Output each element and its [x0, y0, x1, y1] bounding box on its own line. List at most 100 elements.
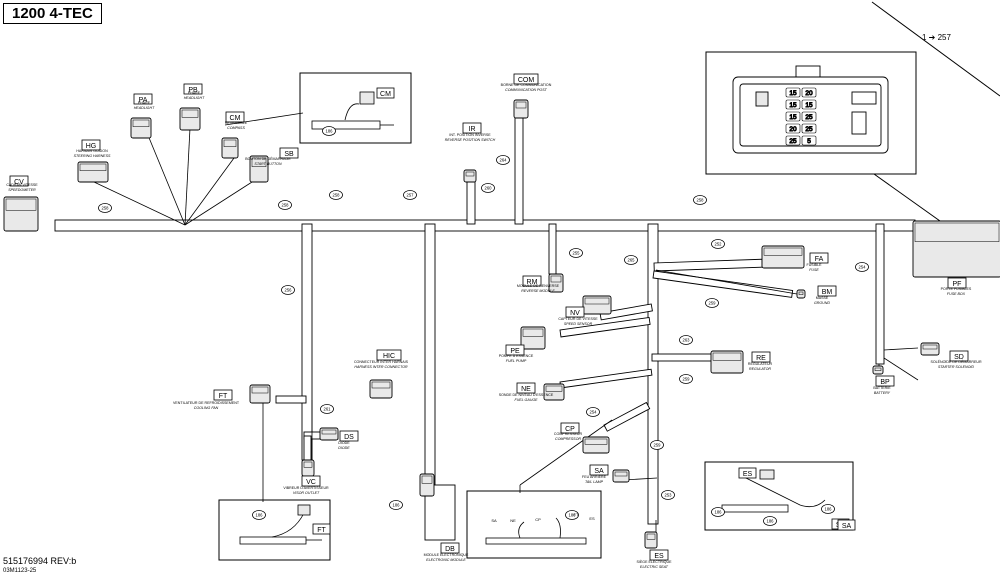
ft-connector	[249, 384, 271, 404]
svg-text:255: 255	[573, 251, 581, 256]
fuse-slot: 20	[785, 123, 801, 133]
db-inset-sa-label: SA	[491, 518, 497, 523]
svg-text:258: 258	[333, 193, 341, 198]
svg-text:261: 261	[324, 407, 332, 412]
svg-text:FT: FT	[574, 512, 579, 517]
callout-263: 263	[679, 335, 693, 345]
svg-text:25: 25	[789, 138, 797, 145]
sd-description: STARTER SOLENOID	[938, 365, 974, 369]
fuse-slot: 25	[801, 123, 817, 133]
re-branch	[651, 353, 713, 362]
svg-text:SA: SA	[842, 523, 852, 530]
com-connector	[513, 99, 529, 119]
svg-text:15: 15	[789, 90, 797, 97]
re-description: RÉGULATEUR	[748, 361, 773, 366]
callout-186: 186	[565, 510, 579, 520]
bm-description: GROUND	[814, 301, 830, 305]
cp-description: COMPRESSEUR	[554, 432, 583, 436]
callout-265: 265	[624, 255, 638, 265]
inset-drawings	[239, 91, 826, 545]
db-inset-ft-label: FT	[574, 512, 579, 517]
fuse-slot: 15	[801, 99, 817, 109]
svg-text:263: 263	[683, 338, 691, 343]
sa-code: SA	[594, 468, 604, 475]
svg-text:SA: SA	[491, 518, 497, 523]
rm-connector	[548, 273, 564, 293]
svg-text:258: 258	[697, 198, 705, 203]
svg-text:258: 258	[102, 206, 110, 211]
callout-260: 260	[481, 183, 495, 193]
svg-text:254: 254	[590, 410, 598, 415]
pf-connector	[912, 220, 1000, 278]
fa-description: FUSE	[809, 268, 819, 272]
pb-description: HEADLIGHT	[184, 96, 205, 100]
ir-description: REVERSE POSITION SWITCH	[445, 138, 496, 142]
pe-connector	[520, 326, 546, 350]
pe-code: PE	[510, 348, 520, 355]
hic-description: HARNESS INTER CONNECTOR	[354, 365, 408, 369]
fa-description: FUSIBLE	[807, 263, 823, 267]
sd-description: SOLÉNOÏDE DE DÉMARREUR	[930, 359, 982, 364]
ne-description: FUEL GAUGE	[514, 398, 538, 402]
svg-text:259: 259	[654, 443, 662, 448]
svg-text:20: 20	[789, 126, 797, 133]
svg-text:5: 5	[807, 138, 811, 145]
bm-connector	[796, 289, 806, 299]
pb-code: PB	[188, 87, 198, 94]
fuse-slot: 15	[785, 111, 801, 121]
callout-258: 258	[329, 190, 343, 200]
bm-description: MASSE	[816, 296, 829, 300]
ft-description: COOLING FAN	[194, 406, 219, 410]
db-branch	[424, 484, 456, 541]
callout-257: 257	[403, 190, 417, 200]
connectors-layer	[3, 99, 1000, 549]
diagram-title: 1200 4-TEC	[3, 3, 102, 24]
pb-description: PHARE	[188, 91, 201, 95]
vc-description: VISOR OUTLET	[293, 491, 320, 495]
es-inset-bottom-label: SA	[837, 519, 856, 531]
inset-labels-layer: CMFTSAESSASANECPFTES	[312, 87, 856, 535]
hg-description: STEERING HARNESS	[74, 154, 111, 158]
vc-branch-h	[275, 395, 307, 404]
es-inset-top-label: ES	[738, 467, 757, 479]
hic-description: CONNECTEUR INTER HARNAIS	[354, 360, 409, 364]
bm-code: BM	[822, 289, 833, 296]
svg-text:ES: ES	[589, 516, 595, 521]
callout-254: 254	[586, 407, 600, 417]
svg-text:258: 258	[282, 203, 290, 208]
ir-connector	[463, 169, 477, 183]
svg-text:20: 20	[805, 90, 813, 97]
rm-description: REVERSE MODULE	[521, 289, 555, 293]
nv-code: NV	[570, 310, 580, 317]
ne-branch	[559, 368, 653, 389]
fuse-slot: 15	[785, 87, 801, 97]
ne-code: NE	[521, 386, 531, 393]
sd-code: SD	[954, 354, 964, 361]
bp-connector	[872, 365, 884, 375]
es-code: ES	[654, 553, 664, 560]
db-inset-es-label: ES	[589, 516, 595, 521]
pa-description: PHARE	[138, 101, 151, 105]
svg-text:254: 254	[859, 265, 867, 270]
svg-text:186: 186	[393, 503, 401, 508]
cv-connector	[3, 196, 39, 232]
rm-code: RM	[527, 279, 538, 286]
com-description: COMMUNICATION POST	[505, 88, 547, 92]
callout-259: 259	[650, 440, 664, 450]
